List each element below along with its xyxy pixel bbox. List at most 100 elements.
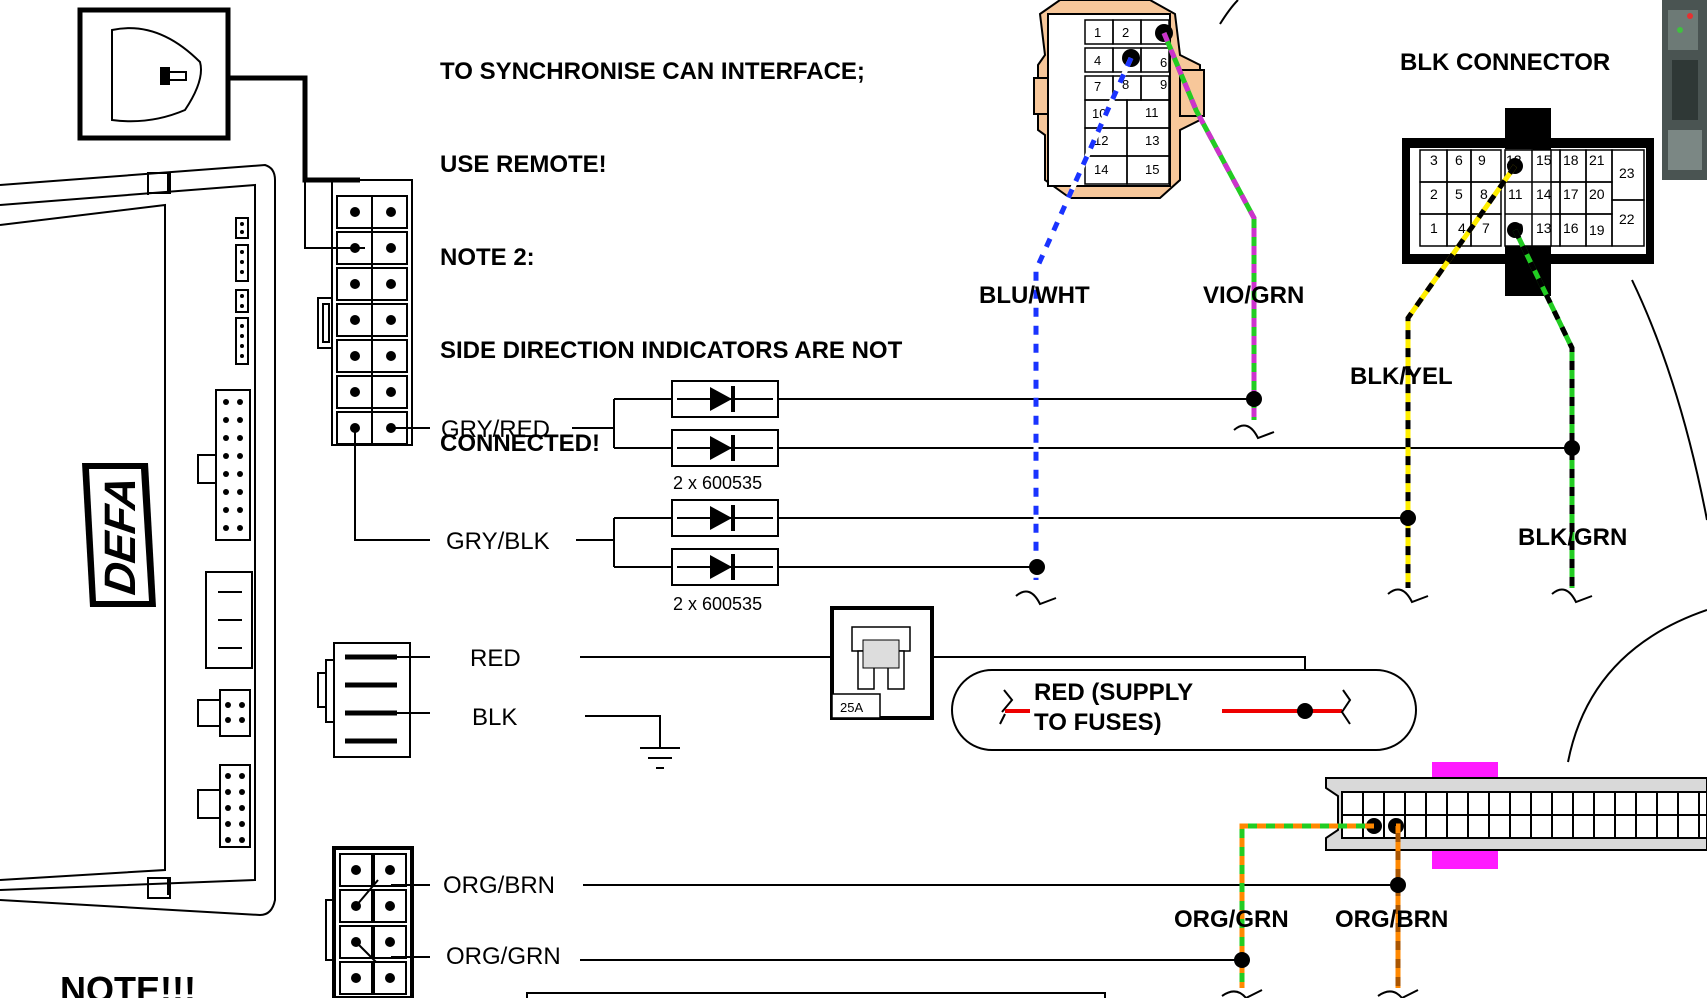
wc-pin-4: 4 (1094, 53, 1101, 68)
wire-label-org-brn: ORG/BRN (443, 872, 555, 899)
wc-pin-15: 15 (1145, 162, 1159, 177)
wire-label-org-brn-car: ORG/BRN (1335, 906, 1448, 933)
wc-pin-1: 1 (1094, 25, 1101, 40)
blk-pin-2: 2 (1430, 186, 1438, 202)
main-harness-connector (317, 179, 413, 446)
vio-grn-cut (1233, 424, 1275, 440)
blk-yel-wire (1405, 164, 1518, 588)
power-connector (317, 642, 411, 758)
remote-lead (304, 180, 365, 249)
blk-pin-21: 21 (1589, 152, 1605, 168)
blk-yel-splice (1400, 510, 1416, 526)
module-port-slots (218, 591, 242, 649)
callout-curve-top (1219, 0, 1239, 25)
defa-logo-text: DEFA (96, 473, 145, 597)
module-port-pins (223, 222, 245, 843)
blk-pin-8: 8 (1480, 186, 1488, 202)
wire-label-org-grn: ORG/GRN (446, 943, 561, 970)
ground-symbol-icon (640, 747, 680, 769)
bottom-harness-connector (325, 846, 414, 998)
blk-pin-19: 19 (1589, 222, 1605, 238)
diode-3 (671, 499, 779, 537)
blk-wire (585, 715, 661, 748)
wc-pin-6: 6 (1160, 55, 1167, 70)
remote-cable (228, 75, 360, 183)
wire-label-gry-red: GRY/RED (441, 416, 550, 443)
blk-connector (1402, 108, 1654, 296)
blk-grn-cut (1551, 588, 1593, 604)
blk-pin-1: 1 (1430, 220, 1438, 236)
remote-key-icon (77, 7, 231, 141)
diode-output-wires (778, 398, 1572, 568)
wc-pin-11: 11 (1145, 105, 1159, 120)
callout-curve-right (1631, 279, 1707, 521)
diode-part-label-1: 2 x 600535 (673, 473, 762, 493)
can-connector (1325, 762, 1707, 869)
blk-pin-22: 22 (1619, 211, 1635, 227)
blk-pin-13: 13 (1536, 220, 1552, 236)
fuse-icon (830, 606, 934, 720)
blk-pin-4: 4 (1458, 220, 1466, 236)
vehicle-photo (1662, 0, 1707, 180)
blk-pin-17: 17 (1563, 186, 1579, 202)
blu-wht-splice (1029, 559, 1045, 575)
org-brn-car-wire (1395, 823, 1401, 988)
gry-blk-split (576, 517, 672, 568)
wc-pin-2: 2 (1122, 25, 1129, 40)
blk-connector-pin-numbers: 3 6 9 12 15 18 21 23 2 5 8 11 14 17 20 1… (1430, 152, 1635, 238)
blk-pin-6: 6 (1455, 152, 1463, 168)
blk-pin-3: 3 (1430, 152, 1438, 168)
blk-pin-12: 12 (1506, 152, 1522, 168)
org-grn-cut (1221, 989, 1263, 998)
diode-2 (671, 429, 779, 467)
blk-grn-splice (1564, 440, 1580, 456)
bottom-harness-jumpers (355, 879, 430, 963)
gry-blk-lead (354, 428, 430, 541)
blu-wht-cut (1015, 590, 1057, 606)
wc-pin-9: 9 (1160, 77, 1167, 92)
blk-yel-cut (1387, 588, 1429, 604)
wc-pin-8: 8 (1122, 77, 1129, 92)
blk-pin-16: 16 (1563, 220, 1579, 236)
blk-connector-title: BLK CONNECTOR (1400, 49, 1610, 76)
note-line-1: TO SYNCHRONISE CAN INTERFACE; (440, 58, 865, 85)
power-connector-terminals (345, 654, 397, 744)
diode-4 (671, 548, 779, 586)
defa-module (0, 163, 276, 917)
blk-pin-11: 11 (1508, 186, 1523, 202)
wire-label-blk-grn: BLK/GRN (1518, 524, 1627, 551)
wc-pin-7: 7 (1094, 79, 1101, 94)
blk-grn-wire (1512, 228, 1575, 588)
supply-label-line1: RED (SUPPLY (1034, 679, 1193, 706)
blk-pin-15: 15 (1536, 152, 1552, 168)
blk-pin-14: 14 (1536, 186, 1552, 202)
blk-pin-10: 10 (1508, 220, 1524, 236)
blk-pin-5: 5 (1455, 186, 1463, 202)
wc-pin-14: 14 (1094, 162, 1108, 177)
supply-label-line2: TO FUSES) (1034, 709, 1162, 736)
org-brn-splice (1390, 877, 1406, 893)
blk-pin-7: 7 (1482, 220, 1490, 236)
wc-pin-13: 13 (1145, 133, 1159, 148)
blk-pin-9: 9 (1478, 152, 1486, 168)
note-line-5: CONNECTED! (440, 430, 600, 457)
wire-label-blk-yel: BLK/YEL (1350, 363, 1453, 390)
fuse-rating: 25A (840, 700, 863, 715)
blu-wht-wire (1033, 56, 1134, 580)
note-line-3: NOTE 2: (440, 244, 535, 271)
blk-pin-20: 20 (1589, 186, 1605, 202)
note-line-2: USE REMOTE! (440, 151, 607, 178)
blk-pin-18: 18 (1563, 152, 1579, 168)
note-block: TO SYNCHRONISE CAN INTERFACE; USE REMOTE… (440, 0, 902, 490)
wire-label-blu-wht: BLU/WHT (979, 282, 1090, 309)
wire-label-vio-grn: VIO/GRN (1203, 282, 1304, 309)
wire-label-blk: BLK (472, 704, 517, 731)
note-line-4: SIDE DIRECTION INDICATORS ARE NOT (440, 337, 903, 364)
gry-red-split (572, 398, 672, 449)
footer-note: NOTE!!! (60, 969, 196, 998)
org-grn-splice (1234, 952, 1250, 968)
vio-grn-wire (1161, 32, 1257, 420)
org-grn-car-wire (1239, 823, 1374, 988)
callout-curve-lower (1567, 609, 1707, 763)
